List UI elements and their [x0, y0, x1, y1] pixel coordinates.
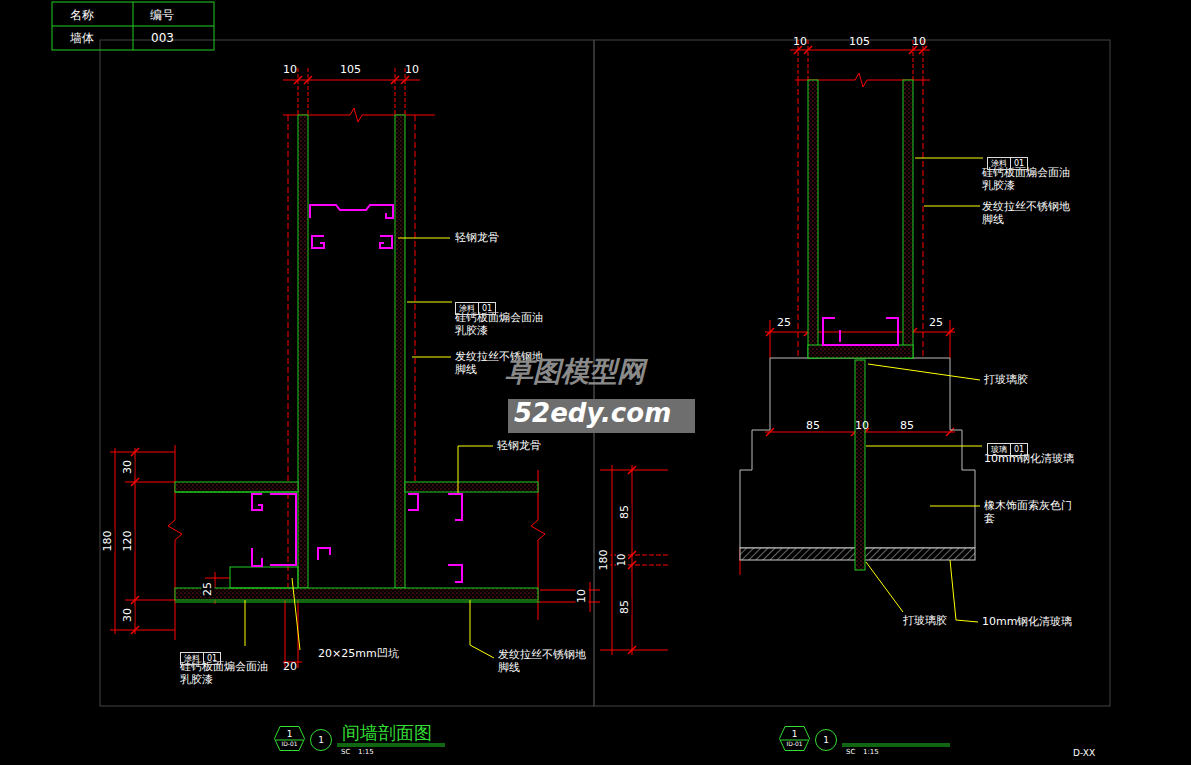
dimension: 120 [121, 530, 134, 553]
watermark: 52edy.com [514, 398, 671, 429]
dimension: 25 [201, 581, 214, 597]
dimension: 10 [616, 553, 628, 568]
symbol-text: 1 [274, 729, 305, 740]
callout: 轻钢龙骨 [497, 439, 541, 452]
tag-text: 01 [1010, 158, 1027, 169]
symbol-text: ID-01 [779, 740, 810, 748]
callout: 轻钢龙骨 [455, 231, 499, 244]
callout: 发纹拉丝不锈钢地脚线 [982, 200, 1078, 226]
dimension: 85 [618, 504, 631, 520]
dimension: 10 [855, 419, 869, 432]
symbol-text: 1 [310, 735, 332, 746]
tag-text: 涂料 [988, 158, 1010, 169]
dimension: 180 [597, 549, 610, 572]
material-tag: 涂料01 [180, 646, 221, 665]
symbol-text: 1 [779, 729, 810, 740]
callout: 打玻璃胶 [984, 373, 1028, 386]
dimension: 85 [806, 419, 820, 432]
dimension: 25 [929, 316, 943, 329]
scale-note: 1:15 [863, 748, 879, 756]
scale-note: 1:15 [358, 748, 374, 756]
callout: 发纹拉丝不锈钢地脚线 [498, 648, 594, 674]
scale-note: SC [341, 748, 350, 756]
dimension: 10 [405, 63, 419, 76]
index-circle: 1 [310, 729, 332, 751]
dimension: 105 [849, 35, 870, 48]
dimension: 10 [283, 63, 297, 76]
dimension: 10 [912, 35, 926, 48]
dimension: 10 [793, 35, 807, 48]
tag-text: 01 [1010, 444, 1027, 455]
dimension: 25 [777, 316, 791, 329]
scale-note: SC [846, 748, 855, 756]
detail-hexagon: 1ID-01 [274, 726, 305, 751]
dimension: 85 [618, 599, 631, 615]
tag-text: 01 [478, 303, 495, 314]
material-tag: 玻璃01 [987, 437, 1028, 456]
material-tag: 涂料01 [987, 151, 1028, 170]
tag-text: 涂料 [456, 303, 478, 314]
table-cell: 编号 [150, 8, 174, 22]
dimension: 105 [340, 63, 361, 76]
index-circle: 1 [815, 729, 837, 751]
callout: 橡木饰面索灰色门套 [984, 499, 1080, 525]
table-cell: 003 [151, 31, 174, 45]
detail-hexagon: 1ID-01 [779, 726, 810, 751]
tag-text: 01 [203, 653, 220, 664]
dimension: 20 [283, 660, 297, 673]
material-tag: 涂料01 [455, 296, 496, 315]
symbol-text: ID-01 [274, 740, 305, 748]
callout: 10mm钢化清玻璃 [982, 615, 1072, 628]
dimension: 10 [575, 588, 588, 604]
tag-text: 涂料 [181, 653, 203, 664]
table-cell: 名称 [70, 8, 94, 22]
table-cell: 墙体 [70, 31, 94, 45]
dimension: 85 [900, 419, 914, 432]
callout: 打玻璃胶 [903, 614, 947, 627]
drawing-title: 间墙剖面图 [342, 722, 432, 744]
callout: 硅钙板面煽会面油乳胶漆 [180, 660, 276, 686]
dimension: 30 [121, 459, 134, 475]
watermark: 草图模型网 [505, 355, 645, 389]
sheet-number: D-XX [1073, 748, 1095, 759]
dimension: 30 [121, 607, 134, 623]
callout: 20×25mm凹坑 [318, 647, 399, 660]
symbol-text: 1 [815, 735, 837, 746]
dimension: 180 [101, 530, 114, 553]
tag-text: 玻璃 [988, 444, 1010, 455]
